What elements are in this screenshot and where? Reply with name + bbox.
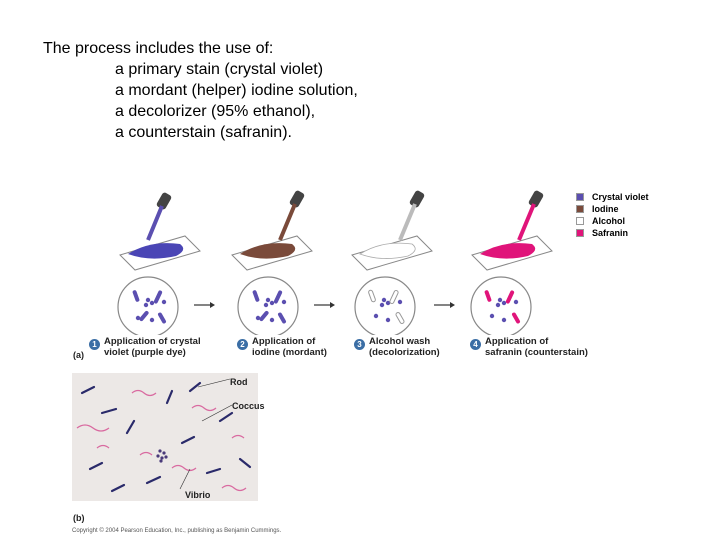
step-label: Application of crystal violet (purple dy… xyxy=(104,336,201,358)
step3-illustration xyxy=(351,190,433,335)
step-number-badge: 1 xyxy=(89,339,100,350)
legend-label: Alcohol xyxy=(592,216,625,226)
stain-legend: Crystal violet Iodine Alcohol Safranin xyxy=(576,191,649,239)
step-label: Alcohol wash (decolorization) xyxy=(369,336,440,358)
step-label-line: Application of crystal xyxy=(104,336,201,347)
step-number-badge: 3 xyxy=(354,339,365,350)
step-number-badge: 2 xyxy=(237,339,248,350)
intro-text: The process includes the use of: a prima… xyxy=(43,38,358,143)
intro-item: a decolorizer (95% ethanol), xyxy=(115,103,316,120)
coccus-label: Coccus xyxy=(232,401,265,411)
rod-label: Rod xyxy=(230,377,248,387)
vibrio-label: Vibrio xyxy=(185,490,211,500)
intro-item: a counterstain (safranin). xyxy=(115,124,292,141)
staining-steps-illustration xyxy=(117,190,553,335)
step-label-line: safranin (counterstain) xyxy=(485,347,588,358)
micrograph-image xyxy=(72,373,258,501)
step-label-line: iodine (mordant) xyxy=(252,347,327,358)
alcohol-swatch xyxy=(576,217,584,225)
legend-entry: Iodine xyxy=(576,203,649,215)
safranin-swatch xyxy=(576,229,584,237)
step-label-line: (decolorization) xyxy=(369,347,440,358)
dropper-bulb xyxy=(156,192,172,210)
step-label: Application of safranin (counterstain) xyxy=(485,336,588,358)
legend-entry: Alcohol xyxy=(576,215,649,227)
iodine-swatch xyxy=(576,205,584,213)
legend-entry: Crystal violet xyxy=(576,191,649,203)
step-label: Application of iodine (mordant) xyxy=(252,336,327,358)
step-label-line: Application of xyxy=(485,336,549,347)
step2-illustration xyxy=(231,190,313,335)
intro-item: a primary stain (crystal violet) xyxy=(115,61,324,78)
crystal-violet-swatch xyxy=(576,193,584,201)
legend-label: Iodine xyxy=(592,204,619,214)
step-label-line: violet (purple dye) xyxy=(104,347,186,358)
legend-label: Safranin xyxy=(592,228,629,238)
step1-illustration xyxy=(117,192,201,335)
step-label-line: Application of xyxy=(252,336,316,347)
intro-item: a mordant (helper) iodine solution, xyxy=(115,82,358,99)
copyright-text: Copyright © 2004 Pearson Education, Inc.… xyxy=(72,528,282,534)
panel-a-label: (a) xyxy=(73,350,84,360)
legend-label: Crystal violet xyxy=(592,192,649,202)
step4-illustration xyxy=(470,190,553,335)
step-number-badge: 4 xyxy=(470,339,481,350)
intro-heading: The process includes the use of: xyxy=(43,40,274,57)
gram-stain-micrograph xyxy=(72,373,258,501)
legend-entry: Safranin xyxy=(576,227,649,239)
panel-b-label: (b) xyxy=(73,513,85,523)
step-label-line: Alcohol wash xyxy=(369,336,431,347)
